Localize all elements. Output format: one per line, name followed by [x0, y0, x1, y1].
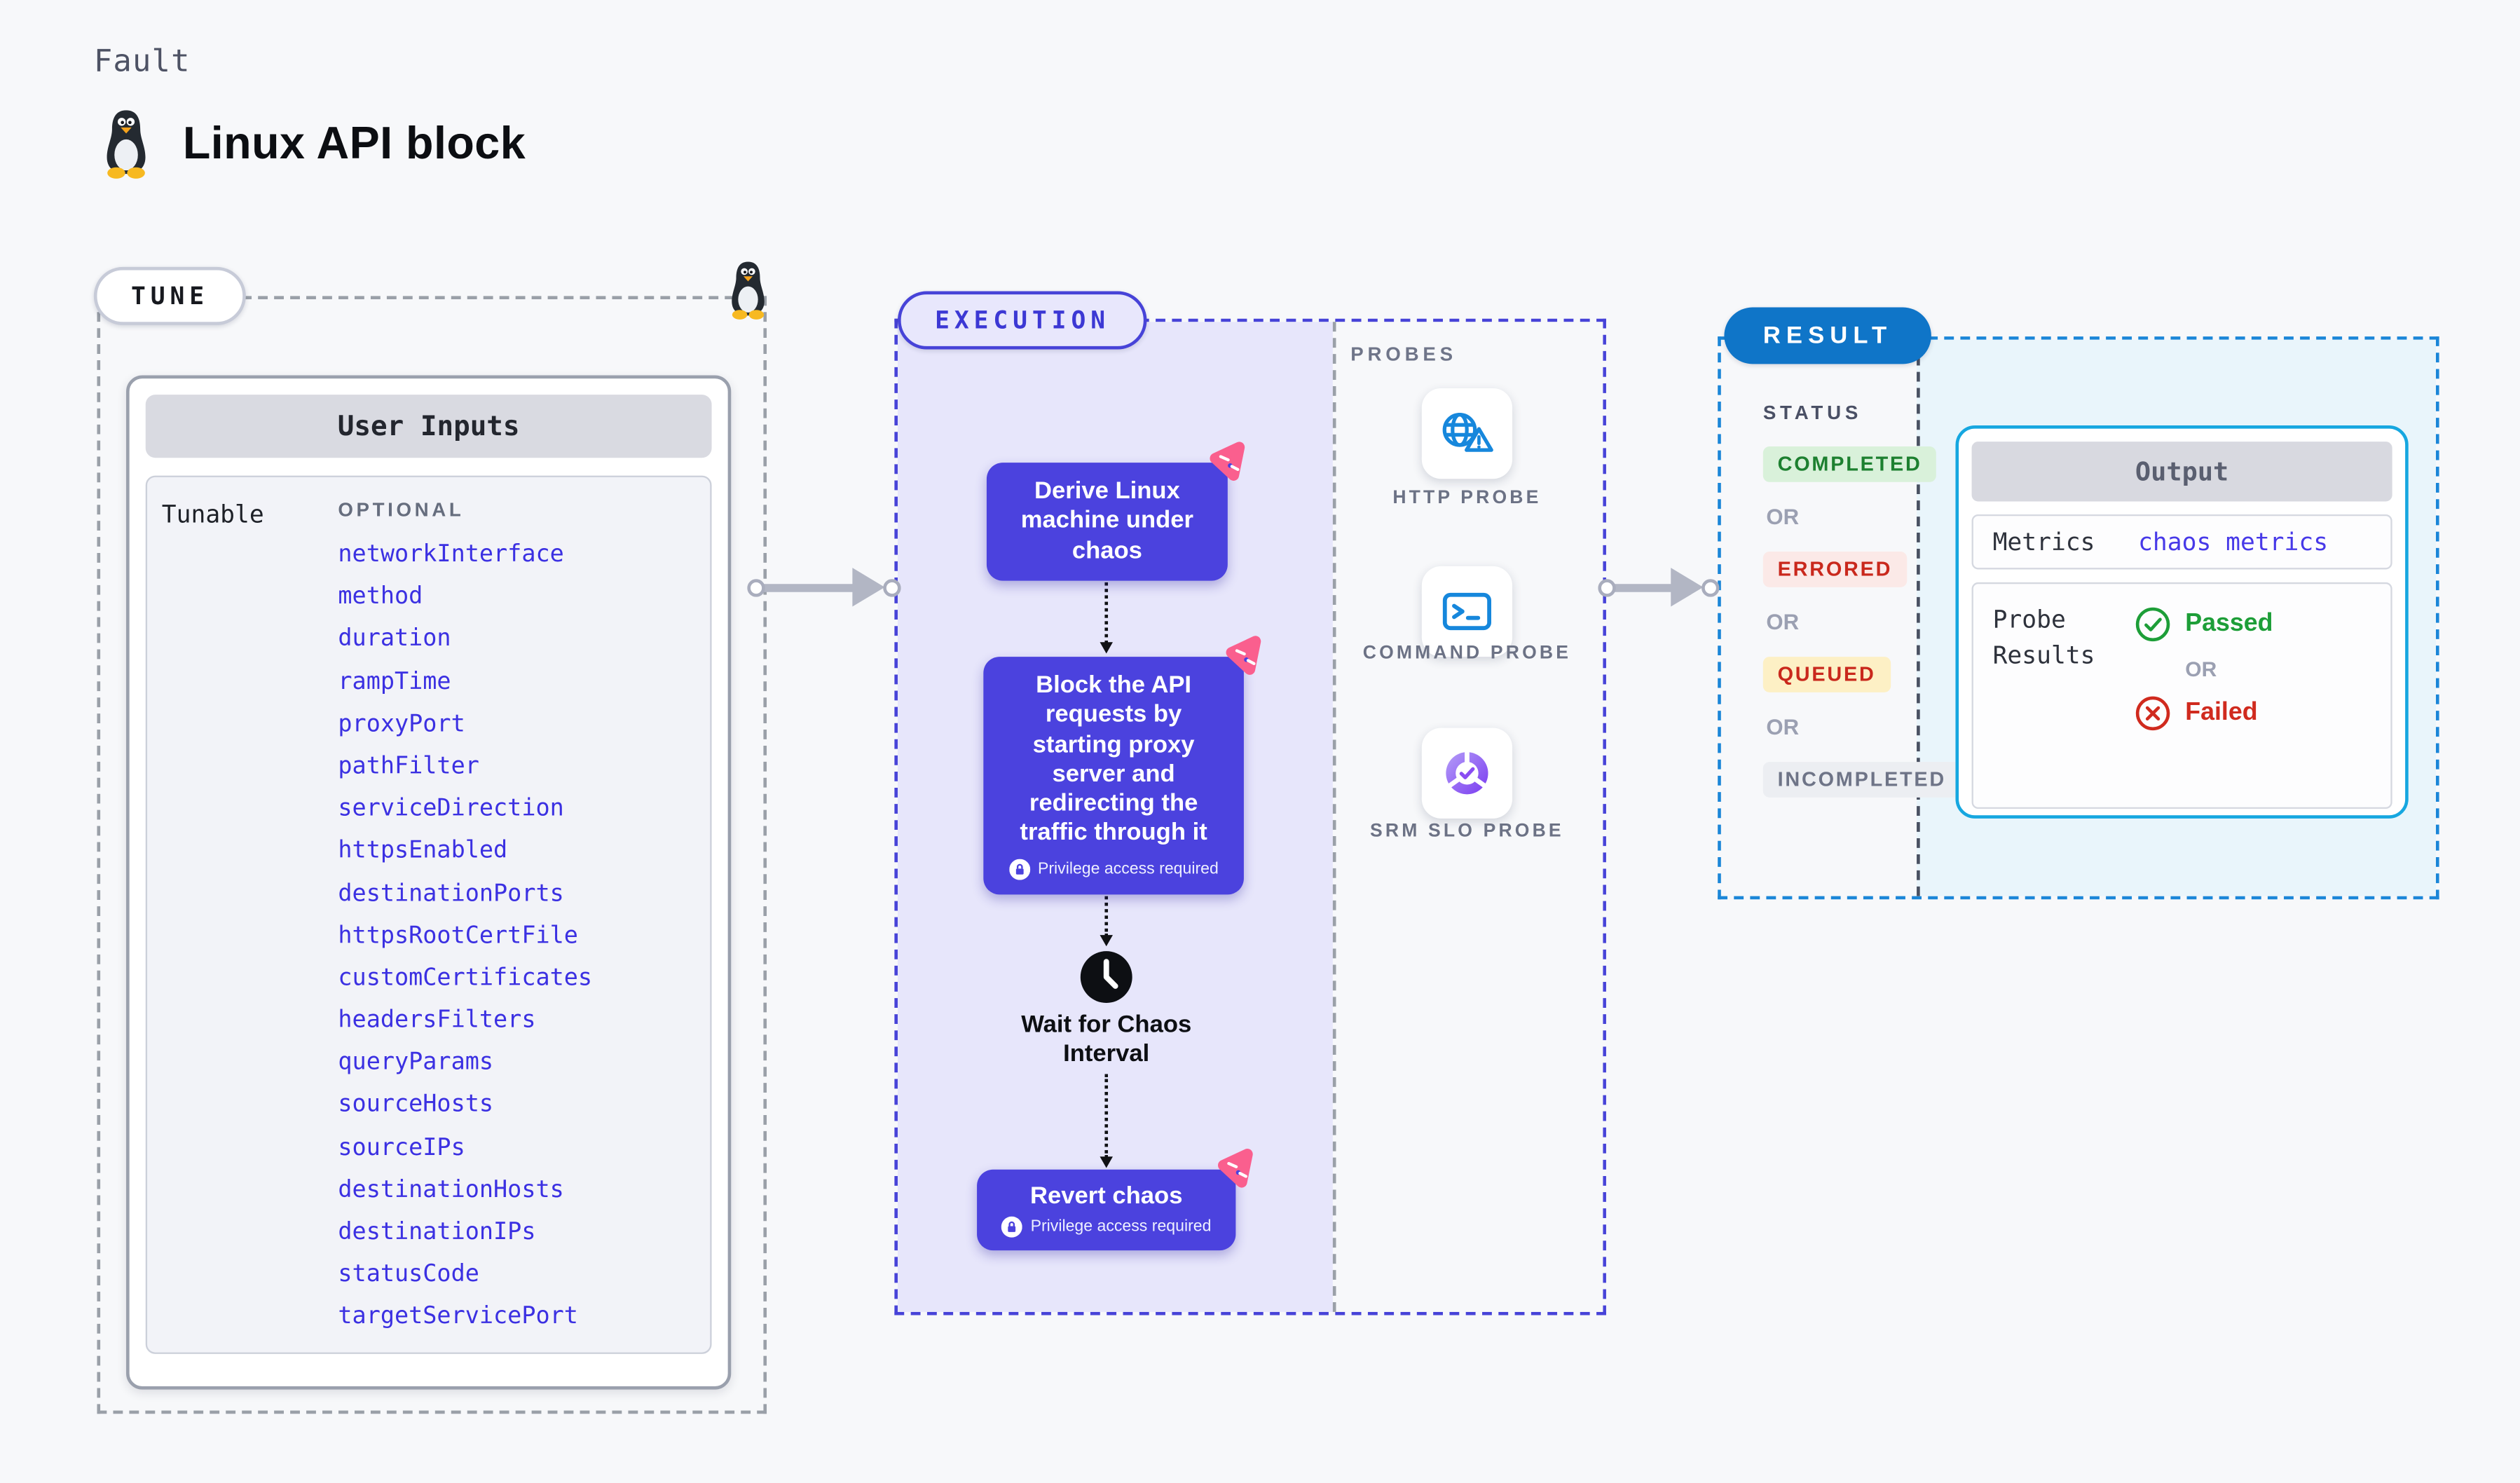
- probes-section-label: PROBES: [1350, 343, 1457, 366]
- flow-connector: [1100, 574, 1113, 654]
- lock-icon: [1001, 1217, 1023, 1238]
- output-title: Output: [1971, 442, 2392, 502]
- param-link[interactable]: sourceIPs: [338, 1135, 465, 1161]
- status-badge-completed: COMPLETED: [1762, 446, 1937, 482]
- or-label: OR: [1766, 715, 1800, 739]
- probe-results-row: Probe Results Passed OR Failed: [1971, 582, 2392, 809]
- chaos-metrics-link[interactable]: chaos metrics: [2138, 527, 2329, 556]
- execution-pill: EXECUTION: [897, 291, 1148, 350]
- param-link[interactable]: method: [338, 584, 423, 610]
- param-link[interactable]: httpsEnabled: [338, 838, 508, 865]
- globe-warning-icon: [1442, 413, 1493, 452]
- lock-icon: [1008, 859, 1030, 880]
- result-pill: RESULT: [1724, 307, 1931, 364]
- chaos-logo-icon: [1211, 1147, 1259, 1194]
- slo-pie-check-icon: [1446, 750, 1488, 795]
- status-list: COMPLETED OR ERRORED OR QUEUED OR INCOMP…: [1762, 446, 1961, 798]
- failed-label: Failed: [2185, 699, 2258, 727]
- tune-to-execution-arrow: [747, 568, 905, 607]
- tune-pill: TUNE: [93, 266, 247, 325]
- param-link[interactable]: sourceHosts: [338, 1092, 494, 1119]
- param-link[interactable]: targetServicePort: [338, 1304, 578, 1331]
- status-section-label: STATUS: [1762, 401, 1863, 424]
- param-link[interactable]: networkInterface: [338, 542, 564, 568]
- tux-penguin-icon: [732, 261, 765, 320]
- flow-node-block-api: Block the API requests by starting proxy…: [983, 657, 1244, 894]
- user-inputs-card: User Inputs Tunable OPTIONAL networkInte…: [126, 375, 732, 1390]
- x-circle-icon: [2135, 696, 2170, 731]
- terminal-icon: [1442, 592, 1491, 631]
- tunables-panel: Tunable OPTIONAL networkInterface method…: [145, 475, 712, 1354]
- flow-connector: [1100, 1074, 1113, 1168]
- user-inputs-title: User Inputs: [145, 395, 712, 458]
- page-title: Linux API block: [182, 117, 526, 168]
- failed-result: Failed: [2135, 695, 2273, 731]
- page-title-row: Linux API block: [97, 107, 526, 179]
- status-badge-queued: QUEUED: [1762, 657, 1891, 692]
- flow-node-derive: Derive Linux machine under chaos: [986, 463, 1228, 581]
- param-link[interactable]: headersFilters: [338, 1008, 536, 1034]
- param-link[interactable]: destinationIPs: [338, 1219, 536, 1246]
- command-probe-label: COMMAND PROBE: [1362, 643, 1572, 664]
- privilege-row: Privilege access required: [1001, 1217, 1211, 1238]
- param-link[interactable]: serviceDirection: [338, 795, 564, 822]
- wait-step-label: Wait for Chaos Interval: [1021, 1011, 1192, 1068]
- optional-column-header: OPTIONAL: [338, 498, 465, 521]
- tunable-row-label: Tunable: [161, 500, 264, 529]
- check-circle-icon: [2135, 607, 2170, 642]
- probe-results-values: Passed OR Failed: [2135, 603, 2273, 788]
- flow-node-label: Block the API requests by starting proxy…: [1020, 671, 1207, 847]
- param-link[interactable]: destinationHosts: [338, 1177, 564, 1203]
- param-link[interactable]: pathFilter: [338, 753, 479, 780]
- srm-slo-probe-card: [1421, 727, 1513, 819]
- tux-penguin-icon: [107, 110, 146, 179]
- flow-node-revert: Revert chaos Privilege access required: [977, 1170, 1235, 1251]
- or-label: OR: [2185, 657, 2217, 681]
- param-link[interactable]: destinationPorts: [338, 880, 564, 907]
- privilege-label: Privilege access required: [1037, 860, 1219, 878]
- privilege-label: Privilege access required: [1030, 1218, 1212, 1236]
- or-label: OR: [1766, 505, 1800, 529]
- clock-icon: [1078, 950, 1133, 1004]
- tunable-param-list: networkInterface method duration rampTim…: [338, 542, 592, 1330]
- param-link[interactable]: statusCode: [338, 1262, 479, 1288]
- status-badge-errored: ERRORED: [1762, 552, 1908, 587]
- chaos-logo-icon: [1219, 634, 1267, 681]
- or-label: OR: [1766, 610, 1800, 634]
- srm-slo-probe-label: SRM SLO PROBE: [1370, 821, 1564, 842]
- passed-result: Passed: [2135, 607, 2273, 643]
- output-card: Output Metrics chaos metrics Probe Resul…: [1955, 425, 2409, 819]
- privilege-row: Privilege access required: [1008, 859, 1219, 880]
- fault-kicker: Fault: [93, 43, 191, 80]
- passed-label: Passed: [2185, 610, 2273, 638]
- param-link[interactable]: duration: [338, 627, 451, 653]
- param-link[interactable]: httpsRootCertFile: [338, 923, 578, 950]
- chaos-logo-icon: [1203, 439, 1250, 487]
- metrics-label: Metrics: [1992, 527, 2095, 556]
- param-link[interactable]: rampTime: [338, 669, 451, 695]
- command-probe-card: [1421, 566, 1513, 657]
- probe-results-label: Probe Results: [1992, 605, 2095, 669]
- execution-to-result-arrow: [1598, 568, 1720, 607]
- flow-node-label: Revert chaos: [1030, 1182, 1183, 1210]
- status-badge-incompleted: INCOMPLETED: [1762, 762, 1961, 798]
- http-probe-card: [1421, 388, 1513, 479]
- param-link[interactable]: queryParams: [338, 1050, 494, 1077]
- http-probe-label: HTTP PROBE: [1392, 488, 1542, 508]
- flow-connector: [1100, 859, 1113, 947]
- param-link[interactable]: customCertificates: [338, 965, 593, 992]
- metrics-row: Metrics chaos metrics: [1971, 514, 2392, 570]
- param-link[interactable]: proxyPort: [338, 711, 465, 737]
- tune-section-box: [97, 296, 767, 1414]
- flow-node-label: Derive Linux machine under chaos: [1020, 477, 1194, 564]
